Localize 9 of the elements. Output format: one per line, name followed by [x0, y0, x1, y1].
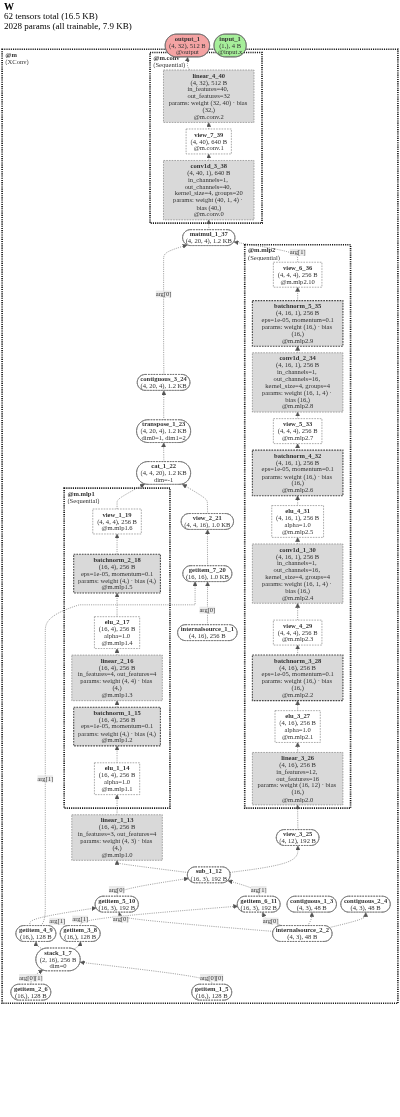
- arrow: [295, 536, 301, 544]
- summary-note: 62 tensors total (16.5 KB): [4, 12, 99, 22]
- diagram-title: W: [4, 1, 15, 12]
- arrow: [295, 345, 301, 353]
- arrow: [295, 443, 301, 451]
- arrow: [206, 153, 212, 161]
- arrow: [295, 411, 301, 419]
- arrow: [114, 700, 120, 708]
- summary-note: 2028 params (all trainable, 7.9 KB): [4, 21, 133, 32]
